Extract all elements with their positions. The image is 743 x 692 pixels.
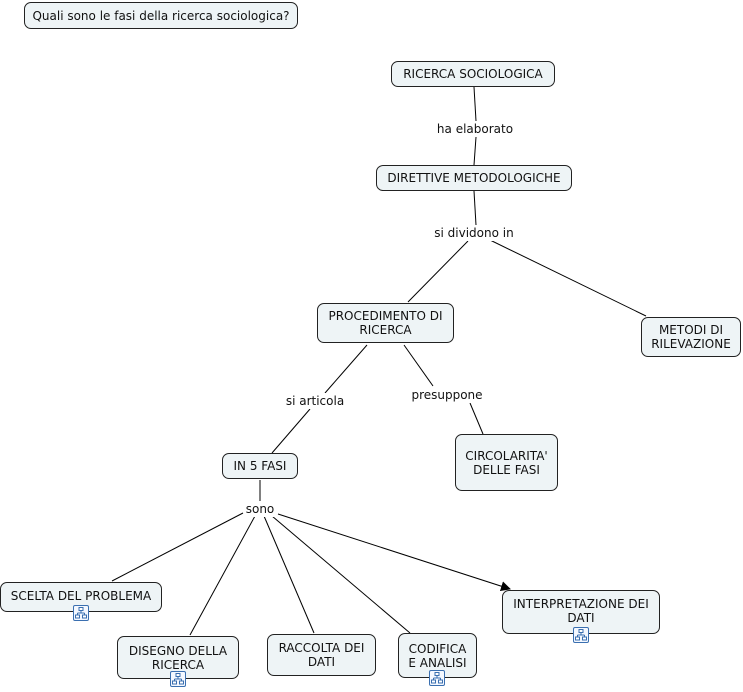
line-sono-to-raccolta	[263, 515, 315, 634]
line-sono-to-codifica	[271, 515, 411, 634]
submap-icon[interactable]	[429, 670, 445, 686]
node-ricerca-sociologica[interactable]: RICERCA SOCIOLOGICA	[391, 61, 555, 87]
node-procedimento-di-ricerca[interactable]: PROCEDIMENTO DI RICERCA	[317, 303, 454, 343]
submap-icon[interactable]	[170, 671, 186, 687]
line-sono-to-interpretazione	[277, 513, 511, 591]
line-direttive-to-label	[473, 190, 477, 226]
line-sono-to-scelta	[111, 512, 244, 582]
submap-icon[interactable]	[73, 605, 89, 621]
line-presuppone-to-circolarita	[469, 402, 484, 435]
node-metodi-di-rilevazione[interactable]: METODI DI RILEVAZIONE	[641, 317, 741, 357]
node-direttive-metodologiche[interactable]: DIRETTIVE METODOLOGICHE	[376, 165, 572, 191]
line-articola-to-in5fasi	[271, 408, 311, 454]
node-circolarita-delle-fasi[interactable]: CIRCOLARITA' DELLE FASI	[455, 434, 558, 491]
node-interpretazione-dei-dati[interactable]: INTERPRETAZIONE DEI DATI	[502, 590, 660, 634]
link-label-presuppone: presuppone	[409, 387, 485, 403]
link-label-ha-elaborato: ha elaborato	[434, 121, 516, 137]
node-in-5-fasi[interactable]: IN 5 FASI	[222, 453, 298, 479]
line-label-to-direttive	[473, 136, 477, 166]
node-codifica-e-analisi[interactable]: CODIFICA E ANALISI	[398, 633, 477, 678]
line-procedimento-to-articola	[324, 344, 368, 394]
node-raccolta-dei-dati[interactable]: RACCOLTA DEI DATI	[267, 634, 376, 676]
link-label-sono: sono	[243, 501, 277, 517]
focus-question[interactable]: Quali sono le fasi della ricerca sociolo…	[24, 2, 298, 29]
line-label-to-metodi	[489, 239, 647, 317]
link-label-si-articola: si articola	[283, 393, 347, 409]
line-label-to-procedimento	[407, 240, 469, 303]
line-sono-to-disegno	[189, 515, 256, 636]
line-ricerca-to-label	[473, 86, 477, 122]
link-label-si-dividono-in: si dividono in	[432, 225, 516, 241]
node-scelta-del-problema[interactable]: SCELTA DEL PROBLEMA	[0, 582, 162, 612]
line-procedimento-to-presuppone	[403, 344, 434, 387]
submap-icon[interactable]	[573, 627, 589, 643]
